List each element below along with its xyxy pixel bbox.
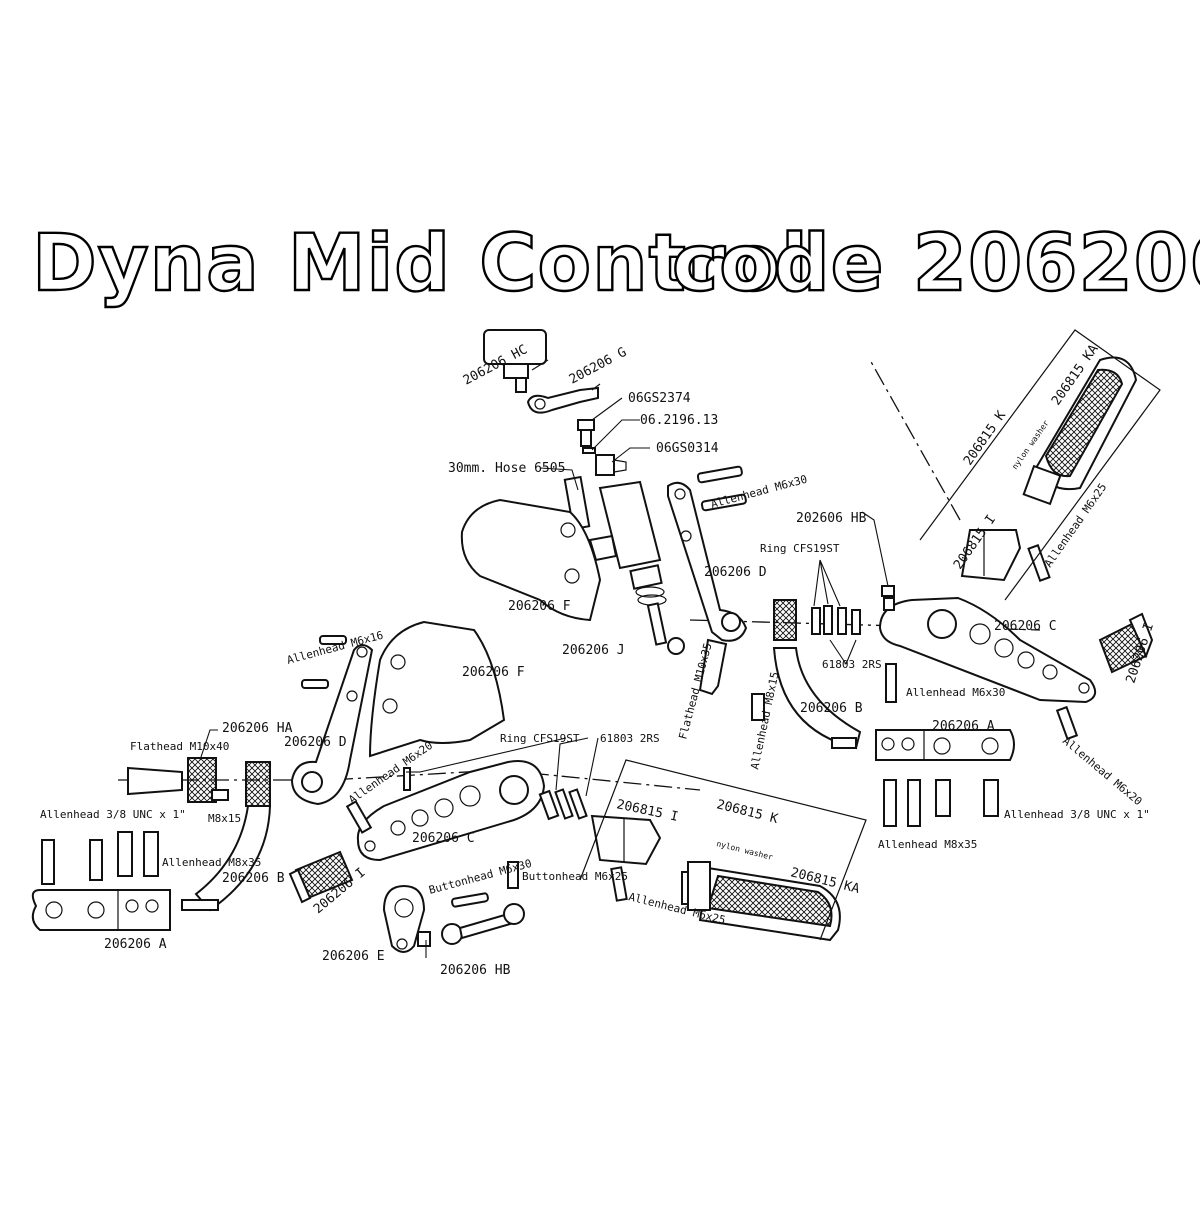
lever-206206-d-left bbox=[290, 644, 374, 806]
label-206206-a-left: 206206 A bbox=[104, 937, 167, 952]
tie-rod bbox=[441, 861, 525, 945]
hose-fitting-206206-g bbox=[526, 386, 599, 414]
label-206206-f-top: 206206 F bbox=[508, 599, 571, 614]
spacer-right bbox=[773, 599, 797, 641]
label-06gs2374: 06GS2374 bbox=[628, 391, 691, 406]
master-cylinder-206206-j bbox=[588, 480, 685, 655]
label-allenhead-m8x35-right: Allenhead M8x35 bbox=[878, 838, 977, 851]
shift-lever-206206-c-left bbox=[356, 760, 546, 862]
footpeg-206815-ka-left bbox=[681, 861, 841, 942]
label-206206-b-left: 206206 B bbox=[222, 871, 285, 886]
label-allenhead-m6x30-mid: Allenhead M6x30 bbox=[906, 686, 1005, 699]
label-m8x15-left: M8x15 bbox=[208, 812, 241, 825]
pivot-arm-206206-b-right bbox=[772, 647, 862, 750]
label-06gs0314: 06GS0314 bbox=[656, 441, 719, 456]
label-206206-c-left: 206206 C bbox=[412, 831, 475, 846]
bearings-61803-2rs-left bbox=[538, 788, 588, 821]
peg-mount-206815-i-right bbox=[960, 529, 1051, 582]
label-206206-a-right: 206206 A bbox=[932, 719, 995, 734]
label-nylon-washer-left: nylon washer bbox=[716, 839, 774, 862]
label-206206-d-top: 206206 D bbox=[704, 565, 767, 580]
fitting-06gs0314 bbox=[595, 454, 627, 476]
ring-cfs19st-right bbox=[811, 605, 861, 635]
label-206206-g: 206206 G bbox=[567, 345, 629, 388]
allenhead-bolts-right bbox=[751, 663, 1079, 827]
knurled-tip-206206-i-right bbox=[1098, 612, 1154, 674]
label-allenhead-m6x20-right: Allenhead M6x20 bbox=[1060, 734, 1144, 808]
lever-206206-d-top bbox=[667, 481, 748, 642]
label-206206-hb-left: 206206 HB bbox=[440, 963, 511, 978]
label-allenhead-m8x35-left: Allenhead M8x35 bbox=[162, 856, 261, 869]
label-206206-d-left: 206206 D bbox=[284, 735, 347, 750]
allenhead-bolts-left bbox=[41, 800, 373, 911]
label-buttonhead-m6x25: Buttonhead M6x25 bbox=[522, 870, 628, 883]
label-206206-ha: 206206 HA bbox=[222, 721, 293, 736]
diagram-code: code 206206 bbox=[672, 219, 1200, 309]
spacer-206206-ha bbox=[187, 757, 229, 803]
ring-cfs19st-left bbox=[403, 767, 411, 791]
linkage-206206-e bbox=[382, 884, 431, 953]
label-206815-k-left: 206815 K bbox=[715, 797, 780, 827]
axis-right-peg bbox=[869, 359, 961, 521]
shift-lever-206206-c-right bbox=[878, 596, 1097, 704]
label-202606-hb: 202606 HB bbox=[796, 511, 867, 526]
label-206206-f-left: 206206 F bbox=[462, 665, 525, 680]
label-206815-k-right: 206815 K bbox=[961, 408, 1009, 468]
peg-group-frame-right bbox=[919, 329, 1161, 601]
mount-plate-206206-a-right bbox=[875, 729, 1015, 761]
label-ring-cfs19st-right: Ring CFS19ST bbox=[760, 542, 840, 555]
bracket-206206-f-left bbox=[368, 620, 506, 758]
flathead-m10x35 bbox=[698, 638, 728, 696]
label-hose-6505: 30mm. Hose 6505 bbox=[448, 461, 565, 476]
label-61803-2rs-right: 61803 2RS bbox=[822, 658, 882, 671]
label-61803-2rs-left: 61803 2RS bbox=[600, 732, 660, 745]
allenhead-m6x30-top bbox=[696, 465, 747, 512]
washer-06-2196-13 bbox=[582, 447, 596, 454]
label-206206-c-right: 206206 C bbox=[994, 619, 1057, 634]
banjo-bolt-06gs2374 bbox=[577, 419, 595, 447]
label-allenhead-3-8-left: Allenhead 3/8 UNC x 1" bbox=[40, 808, 186, 821]
knurled-tip-206206-i-left bbox=[288, 850, 354, 904]
label-206206-b-right: 206206 B bbox=[800, 701, 863, 716]
footpeg-206815-ka-right bbox=[1022, 356, 1138, 506]
label-206206-j: 206206 J bbox=[562, 643, 625, 658]
label-206206-e: 206206 E bbox=[322, 949, 385, 964]
label-06-2196-13: 06.2196.13 bbox=[640, 413, 718, 428]
allenhead-m6x16 bbox=[301, 635, 347, 689]
reservoir-206206-hc bbox=[483, 329, 547, 393]
peg-group-frame-left bbox=[579, 759, 867, 941]
diagram-title: Dyna Mid Control bbox=[32, 219, 809, 309]
label-flathead-m10x40: Flathead M10x40 bbox=[130, 740, 229, 753]
flathead-m10x40 bbox=[127, 766, 183, 796]
label-allenhead-3-8-right: Allenhead 3/8 UNC x 1" bbox=[1004, 808, 1150, 821]
mount-plate-206206-a-left bbox=[31, 889, 171, 931]
hb-right-bolt bbox=[881, 585, 895, 611]
bracket-206206-f-top bbox=[460, 498, 602, 622]
leader-lines bbox=[199, 359, 889, 958]
label-ring-cfs19st-left: Ring CFS19ST bbox=[500, 732, 580, 745]
peg-mount-206815-i-left bbox=[590, 814, 662, 902]
